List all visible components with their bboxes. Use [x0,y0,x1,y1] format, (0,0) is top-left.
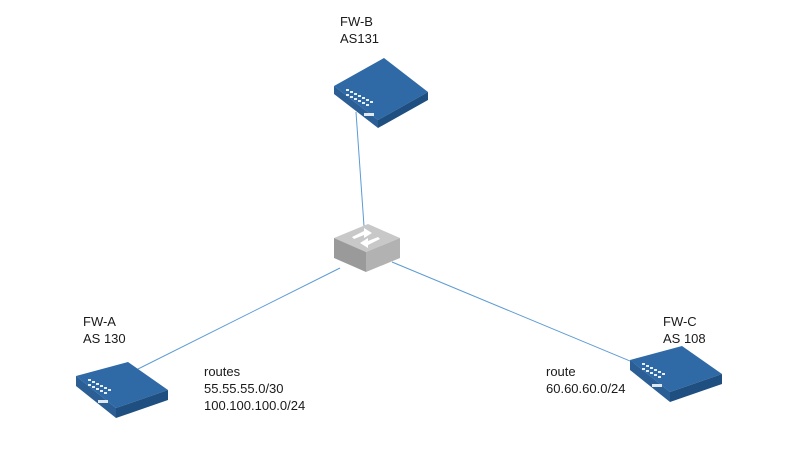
link-switch-fw-a [127,267,341,375]
fw-a-label: FW-A AS 130 [83,313,126,347]
firewall-fw-b-icon[interactable] [334,58,428,128]
fw-a-routes-annotation: routes 55.55.55.0/30 100.100.100.0/24 [204,363,305,414]
firewall-fw-c-icon[interactable] [630,346,722,402]
fw-b-label: FW-B AS131 [340,13,379,47]
fw-c-route-1: 60.60.60.0/24 [546,381,626,396]
switch-arrows-icon [352,228,380,248]
fw-c-label: FW-C AS 108 [663,313,706,347]
fw-b-as: AS131 [340,31,380,46]
fw-a-route-2: 100.100.100.0/24 [204,398,306,413]
fw-c-name: FW-C [663,314,697,329]
links [127,111,643,375]
firewall-fw-a-icon[interactable] [76,362,168,418]
fw-b-name: FW-B [340,14,373,29]
fw-a-as: AS 130 [83,331,126,346]
fw-c-routes-annotation: route 60.60.60.0/24 [546,363,626,397]
fw-a-name: FW-A [83,314,116,329]
link-fw-b-switch [355,111,365,227]
fw-c-routes-heading: route [546,364,576,379]
fw-a-routes-heading: routes [204,364,241,379]
switch-icon[interactable] [334,224,400,272]
link-switch-fw-c [391,261,643,367]
fw-c-as: AS 108 [663,331,706,346]
fw-a-route-1: 55.55.55.0/30 [204,381,284,396]
